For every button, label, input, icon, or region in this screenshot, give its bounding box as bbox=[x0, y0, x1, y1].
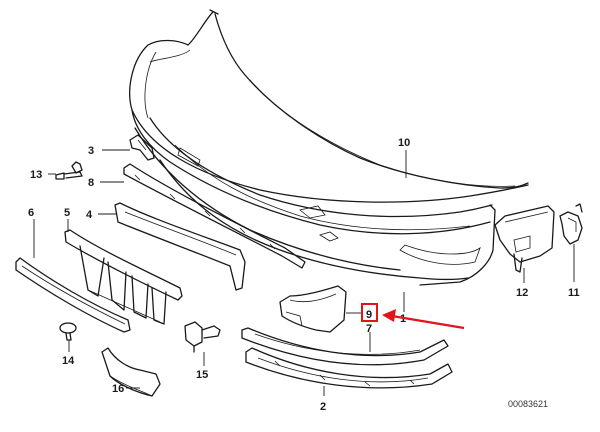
label-13: 13 bbox=[30, 169, 42, 181]
side-bracket-part bbox=[494, 205, 555, 273]
label-4: 4 bbox=[86, 209, 93, 221]
label-2: 2 bbox=[320, 401, 326, 413]
red-arrow bbox=[382, 309, 465, 330]
label-1: 1 bbox=[400, 313, 406, 325]
center-grille-part bbox=[114, 202, 246, 291]
leader-lines bbox=[33, 149, 575, 396]
bumper-cover-part bbox=[129, 9, 529, 286]
bolt-part bbox=[55, 161, 83, 180]
label-12: 12 bbox=[516, 287, 528, 299]
diagram-code: 00083621 bbox=[508, 399, 548, 409]
side-strip-part bbox=[15, 257, 131, 333]
label-10: 10 bbox=[398, 137, 410, 149]
highlight-box bbox=[361, 303, 378, 322]
label-15: 15 bbox=[196, 369, 208, 381]
label-11: 11 bbox=[568, 287, 580, 299]
label-3: 3 bbox=[88, 145, 94, 157]
label-9: 9 bbox=[366, 309, 372, 321]
bracket-part bbox=[129, 134, 155, 161]
part-labels: 1 2 3 4 5 6 7 8 9 10 11 12 13 14 15 16 bbox=[28, 137, 580, 413]
label-14: 14 bbox=[62, 355, 75, 367]
lower-spoiler-part bbox=[241, 327, 453, 389]
clip-bracket-part bbox=[559, 203, 583, 245]
cover-piece-part bbox=[101, 347, 161, 397]
trim-strip-part bbox=[123, 163, 306, 269]
label-7: 7 bbox=[366, 323, 372, 335]
label-16: 16 bbox=[112, 383, 124, 395]
label-5: 5 bbox=[64, 207, 70, 219]
label-8: 8 bbox=[88, 177, 94, 189]
grille-frame-part bbox=[64, 229, 183, 325]
label-6: 6 bbox=[28, 207, 34, 219]
connector-part bbox=[184, 321, 221, 353]
air-duct-part bbox=[279, 285, 347, 333]
push-clip-part bbox=[59, 322, 77, 341]
